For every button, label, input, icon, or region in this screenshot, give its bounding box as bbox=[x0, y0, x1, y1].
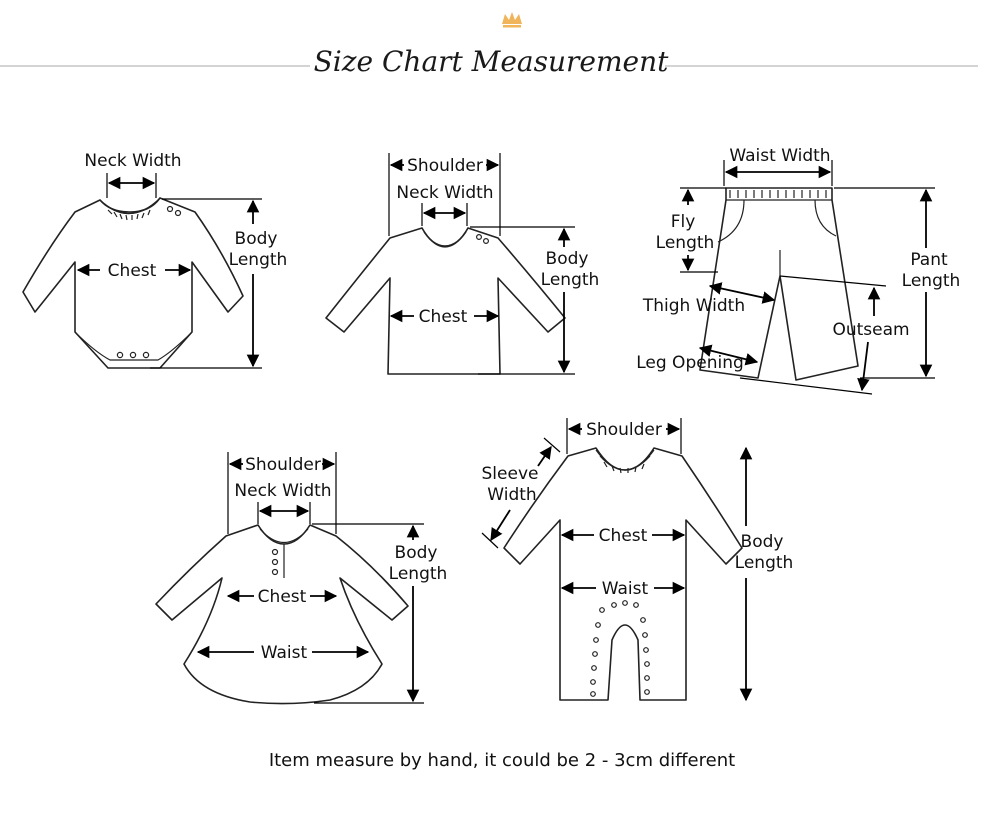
diagram-romper: Shoulder Sleeve Width Chest Waist Body L… bbox=[482, 418, 794, 702]
bodysuit-garment bbox=[22, 197, 244, 369]
pants-fly-length-label-1: Fly bbox=[671, 212, 696, 232]
romper-sleeve-width-label-1: Sleeve bbox=[482, 464, 539, 484]
header: Size Chart Measurement bbox=[0, 12, 978, 78]
sweater-garment bbox=[325, 227, 566, 375]
pants-fly-length-label-2: Length bbox=[656, 233, 715, 253]
sweater-body-length-label-2: Length bbox=[541, 270, 600, 290]
pants-leg-opening-label: Leg Opening bbox=[636, 353, 744, 373]
romper-garment bbox=[503, 447, 743, 701]
pants-garment bbox=[699, 187, 859, 381]
dress-neck-width-label: Neck Width bbox=[234, 481, 331, 501]
crown-icon bbox=[502, 12, 522, 28]
dress-body-length-label-2: Length bbox=[389, 564, 448, 584]
romper-sleeve-width-label-2: Width bbox=[487, 485, 536, 505]
page-title: Size Chart Measurement bbox=[314, 45, 669, 78]
dress-chest-label: Chest bbox=[258, 587, 307, 607]
dress-garment bbox=[155, 524, 409, 705]
pants-pant-length-label-1: Pant bbox=[910, 250, 948, 270]
footer-note: Item measure by hand, it could be 2 - 3c… bbox=[269, 750, 735, 771]
diagram-bodysuit: Neck Width Chest Body Length bbox=[22, 151, 288, 369]
romper-shoulder-label: Shoulder bbox=[586, 420, 662, 440]
dress-body-length-label-1: Body bbox=[395, 543, 438, 563]
bodysuit-neck-width-label: Neck Width bbox=[84, 151, 181, 171]
bodysuit-body-length-label-1: Body bbox=[235, 229, 278, 249]
dress-shoulder-label: Shoulder bbox=[245, 455, 321, 475]
romper-waist-label: Waist bbox=[602, 579, 649, 599]
bodysuit-chest-label: Chest bbox=[108, 261, 157, 281]
romper-body-length-label-1: Body bbox=[741, 532, 784, 552]
diagram-sweater: Shoulder Neck Width Chest Body Length bbox=[325, 153, 600, 375]
pants-pant-length-label-2: Length bbox=[902, 271, 961, 291]
romper-body-length-label-2: Length bbox=[735, 553, 794, 573]
pants-thigh-width-label: Thigh Width bbox=[642, 296, 745, 316]
diagram-dress: Shoulder Neck Width Chest Waist Body Len… bbox=[155, 452, 448, 705]
sweater-chest-label: Chest bbox=[419, 307, 468, 327]
diagram-pants: Waist Width Fly Length Pant Length Outse… bbox=[636, 146, 961, 395]
sweater-body-length-label-1: Body bbox=[546, 249, 589, 269]
sweater-shoulder-label: Shoulder bbox=[407, 156, 483, 176]
dress-waist-label: Waist bbox=[261, 643, 308, 663]
pants-outseam-label: Outseam bbox=[832, 320, 909, 340]
romper-chest-label: Chest bbox=[599, 526, 648, 546]
sweater-neck-width-label: Neck Width bbox=[396, 183, 493, 203]
bodysuit-body-length-label-2: Length bbox=[229, 250, 288, 270]
pants-waist-width-label: Waist Width bbox=[729, 146, 830, 166]
